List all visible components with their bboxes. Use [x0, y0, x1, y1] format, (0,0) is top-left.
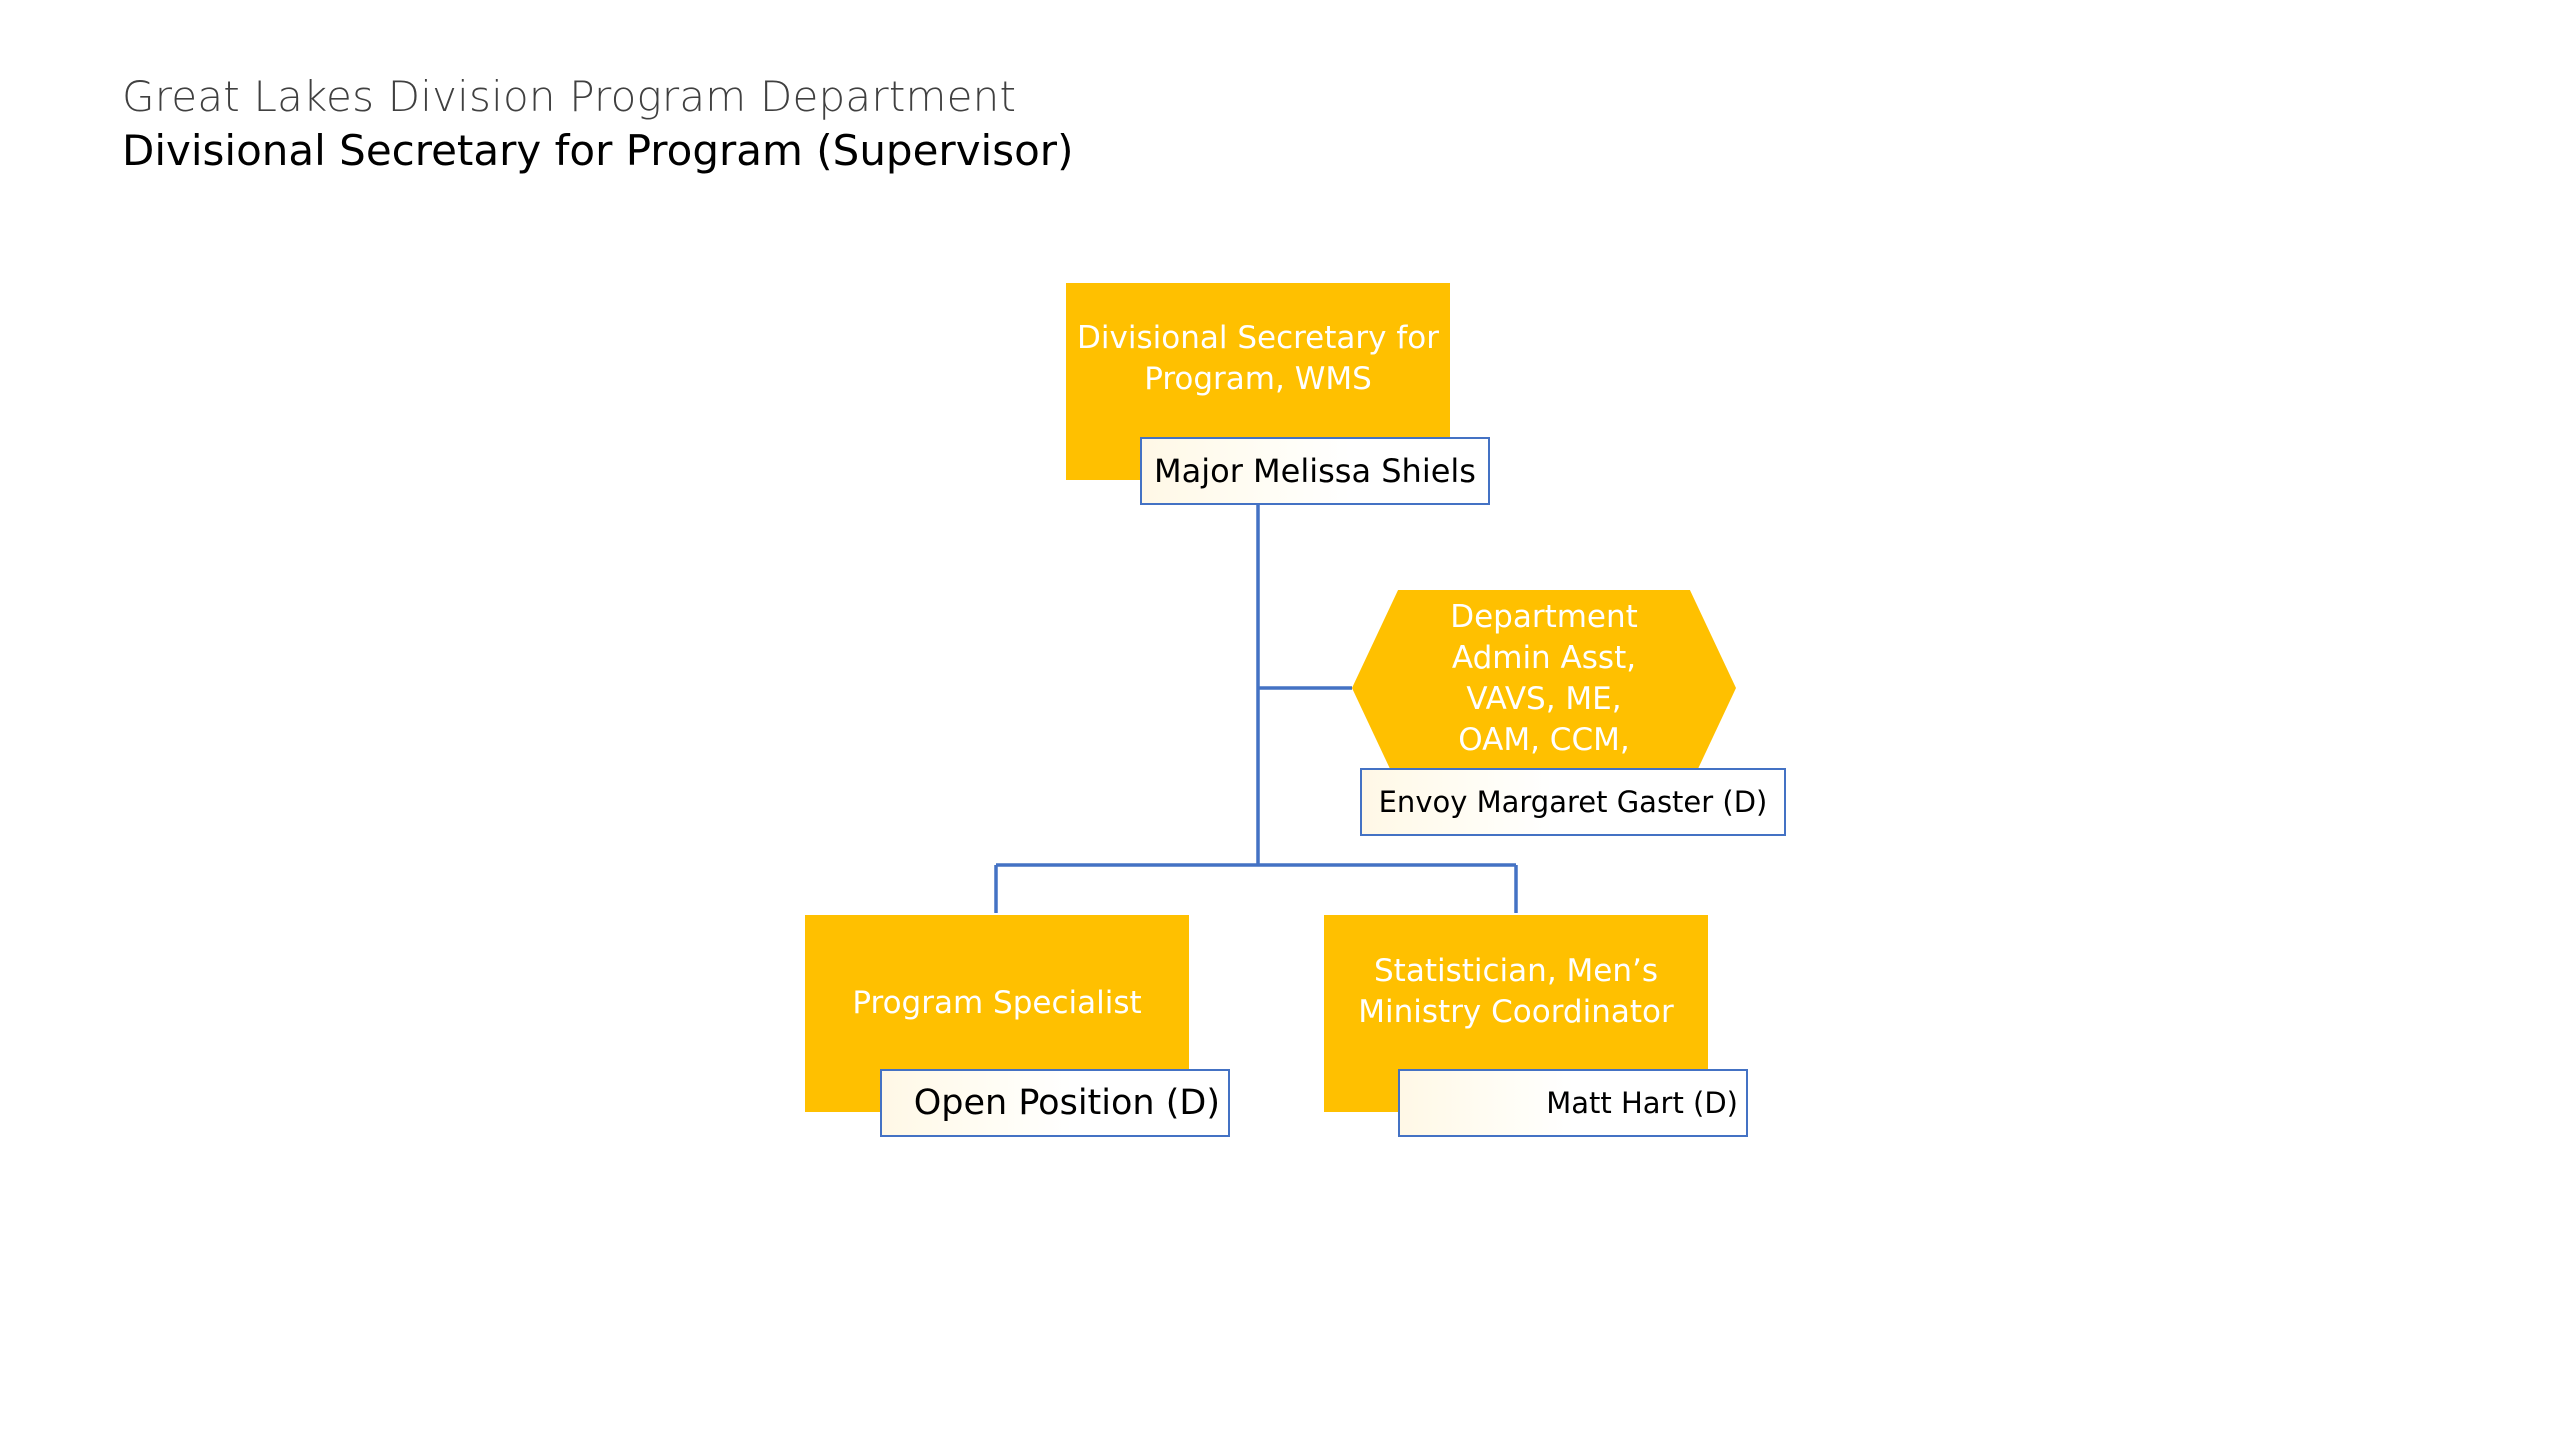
assistant-name-box: Envoy Margaret Gaster (D) — [1360, 768, 1786, 836]
department-title: Great Lakes Division Program Department — [122, 72, 1017, 121]
report-2-role-label: Statistician, Men’s Ministry Coordinator — [1358, 952, 1674, 1030]
report-2-name-label: Matt Hart (D) — [1546, 1086, 1738, 1120]
top-role-label: Divisional Secretary for Program, WMS — [1077, 319, 1439, 397]
assistant-role-hexagon: Department Admin Asst, VAVS, ME, OAM, CC… — [1352, 590, 1736, 786]
top-name-label: Major Melissa Shiels — [1154, 452, 1476, 490]
report-2-name-box: Matt Hart (D) — [1398, 1069, 1748, 1137]
report-1-name-label: Open Position (D) — [913, 1083, 1220, 1123]
assistant-role-label: Department Admin Asst, VAVS, ME, OAM, CC… — [1450, 599, 1638, 758]
report-1-name-box: Open Position (D) — [880, 1069, 1230, 1137]
report-1-role-label: Program Specialist — [852, 985, 1142, 1021]
position-title: Divisional Secretary for Program (Superv… — [122, 126, 1074, 175]
assistant-name-label: Envoy Margaret Gaster (D) — [1378, 785, 1768, 819]
top-name-box: Major Melissa Shiels — [1140, 437, 1490, 505]
